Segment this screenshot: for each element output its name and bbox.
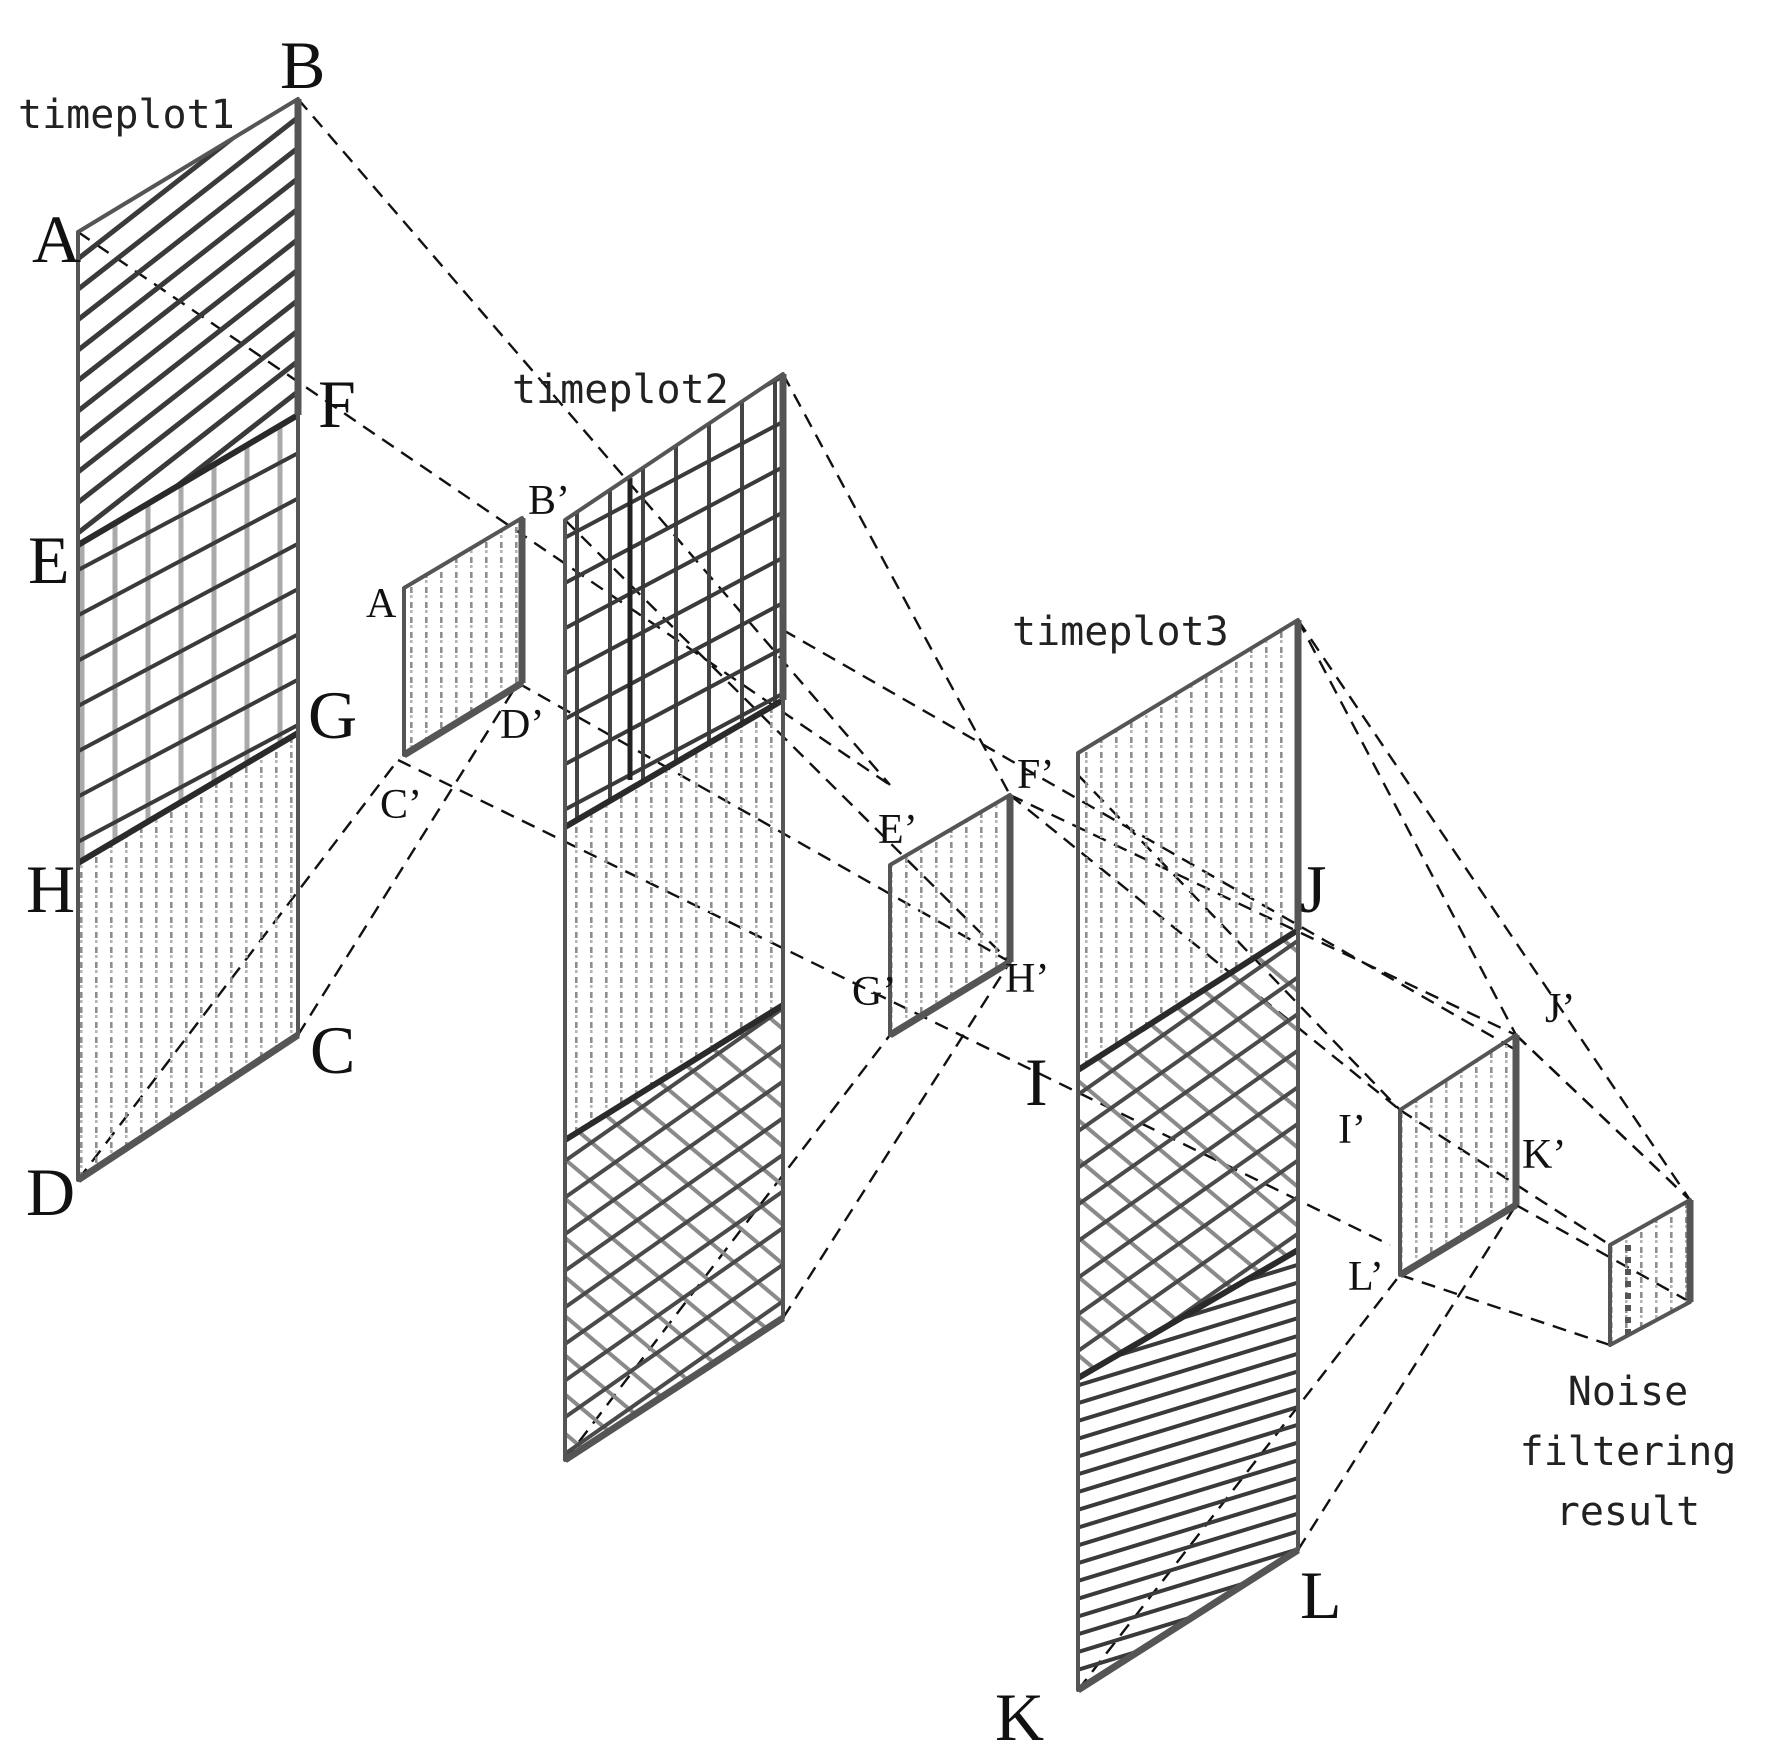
label-J: J bbox=[1300, 851, 1326, 927]
timeplot1-region-top bbox=[78, 99, 298, 545]
timeplot2-title: timeplot2 bbox=[512, 367, 729, 413]
result-caption-line3: result bbox=[1556, 1489, 1701, 1535]
label-A: A bbox=[32, 201, 81, 277]
label-C: C bbox=[310, 1012, 355, 1088]
timeplot1-panel bbox=[76, 97, 302, 1183]
label-F-prime: F’ bbox=[1017, 752, 1054, 798]
timeplot1-title: timeplot1 bbox=[18, 92, 235, 138]
label-D: D bbox=[26, 1154, 75, 1230]
label-D-prime: D’ bbox=[500, 702, 544, 748]
result-caption-line2: filtering bbox=[1520, 1429, 1737, 1475]
timeplot3-region-bottom bbox=[1078, 1250, 1298, 1690]
label-L: L bbox=[1300, 1557, 1342, 1633]
label-G: G bbox=[308, 677, 357, 753]
projection-ijkl bbox=[1398, 1033, 1520, 1278]
label-B-prime: B’ bbox=[528, 478, 570, 524]
label-J-prime: J’ bbox=[1545, 986, 1575, 1032]
timeplot1-region-middle bbox=[78, 415, 298, 863]
projection-lines bbox=[77, 98, 1691, 1691]
label-E: E bbox=[28, 522, 70, 598]
label-K: K bbox=[995, 1679, 1044, 1746]
label-L-prime: L’ bbox=[1348, 1254, 1384, 1300]
label-G-prime: G’ bbox=[852, 969, 896, 1015]
timeplot2-region-bottom-b bbox=[565, 1005, 783, 1460]
timeplot3-region-top bbox=[1078, 620, 1298, 1070]
label-C-prime: C’ bbox=[380, 782, 422, 828]
timeplot3-region-middle-b bbox=[1078, 930, 1298, 1378]
label-E-prime: E’ bbox=[878, 807, 918, 853]
projection-efgh bbox=[888, 793, 1014, 1038]
label-I-prime: I’ bbox=[1338, 1107, 1366, 1153]
label-H: H bbox=[26, 851, 75, 927]
timeplot3-title: timeplot3 bbox=[1012, 609, 1229, 655]
label-K-prime: K’ bbox=[1522, 1132, 1566, 1178]
label-A-small: A bbox=[366, 581, 397, 627]
timeplot2-region-top bbox=[565, 374, 783, 827]
timeplot2-panel bbox=[563, 372, 787, 1463]
label-I: I bbox=[1025, 1044, 1048, 1120]
label-F: F bbox=[318, 366, 356, 442]
projection-abcd bbox=[402, 516, 526, 758]
label-B: B bbox=[280, 27, 325, 103]
timeplot2-region-middle bbox=[565, 700, 783, 1140]
timeplot3-panel bbox=[1076, 618, 1302, 1693]
noise-filtering-result-box bbox=[1608, 1198, 1694, 1347]
result-caption-line1: Noise bbox=[1568, 1369, 1688, 1415]
label-H-prime: H’ bbox=[1005, 956, 1049, 1002]
